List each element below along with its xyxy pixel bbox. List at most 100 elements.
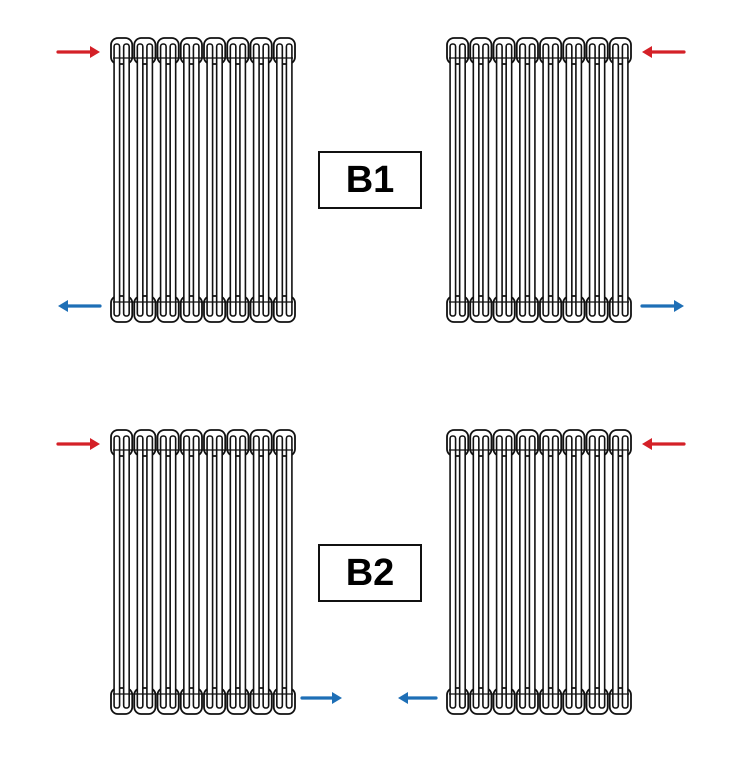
column-tube	[495, 43, 503, 317]
column-tube	[472, 43, 480, 317]
column-tube	[136, 435, 144, 709]
column-tube	[482, 43, 490, 317]
column-tube	[229, 43, 237, 317]
column-tube	[565, 435, 573, 709]
column-tube	[542, 435, 550, 709]
radiator-column	[133, 37, 157, 323]
radiator-left	[110, 37, 296, 323]
column-tube	[505, 435, 513, 709]
radiator-column	[156, 37, 180, 323]
column-tube	[528, 435, 536, 709]
column-tube	[621, 435, 629, 709]
arrow-head	[332, 692, 342, 704]
column-tube	[192, 43, 200, 317]
radiator-column	[446, 37, 470, 323]
column-tube	[551, 435, 559, 709]
column-tube	[285, 435, 293, 709]
config-label-b2: B2	[318, 544, 422, 602]
column-tube	[598, 435, 606, 709]
column-tube	[215, 435, 223, 709]
radiator-column	[249, 37, 273, 323]
column-tube	[122, 435, 130, 709]
arrow-head	[674, 300, 684, 312]
column-tube	[159, 435, 167, 709]
inlet-arrow	[56, 438, 100, 450]
column-tube	[206, 43, 214, 317]
column-tube	[192, 435, 200, 709]
column-tube	[495, 435, 503, 709]
column-tube	[551, 43, 559, 317]
column-tube	[113, 43, 121, 317]
column-tube	[472, 435, 480, 709]
radiator-column	[249, 429, 273, 715]
column-tube	[505, 43, 513, 317]
radiator-column	[469, 37, 493, 323]
outlet-arrow	[58, 300, 102, 312]
column-tube	[612, 43, 620, 317]
radiator-column	[492, 37, 516, 323]
column-tube	[449, 435, 457, 709]
column-tube	[482, 435, 490, 709]
radiator-column	[539, 37, 563, 323]
radiator-column	[562, 37, 586, 323]
outlet-arrow	[398, 692, 438, 704]
column-tube	[612, 435, 620, 709]
outlet-arrow	[300, 692, 342, 704]
radiator-column	[203, 37, 227, 323]
column-tube	[565, 43, 573, 317]
radiator-column	[469, 429, 493, 715]
radiator-column	[226, 429, 250, 715]
column-tube	[183, 435, 191, 709]
radiator-column	[110, 37, 134, 323]
column-tube	[262, 43, 270, 317]
column-tube	[146, 43, 154, 317]
column-tube	[575, 435, 583, 709]
radiator-column	[492, 429, 516, 715]
column-tube	[136, 43, 144, 317]
radiator-column	[515, 429, 539, 715]
column-tube	[588, 435, 596, 709]
column-tube	[458, 43, 466, 317]
arrow-head	[58, 300, 68, 312]
column-tube	[528, 43, 536, 317]
column-tube	[183, 43, 191, 317]
column-tube	[285, 43, 293, 317]
column-tube	[575, 43, 583, 317]
arrow-head	[90, 46, 100, 58]
radiator-left	[110, 429, 296, 715]
inlet-arrow	[56, 46, 100, 58]
radiator-column	[515, 37, 539, 323]
arrow-head	[642, 46, 652, 58]
column-tube	[239, 43, 247, 317]
inlet-arrow	[642, 46, 686, 58]
radiator-column	[203, 429, 227, 715]
radiator-right	[446, 37, 632, 323]
radiator-column	[179, 37, 203, 323]
column-tube	[252, 43, 260, 317]
column-tube	[113, 435, 121, 709]
column-tube	[598, 43, 606, 317]
column-tube	[239, 435, 247, 709]
radiator-column	[585, 37, 609, 323]
radiator-column	[179, 429, 203, 715]
radiator-column	[110, 429, 134, 715]
radiator-column	[133, 429, 157, 715]
inlet-arrow	[642, 438, 686, 450]
radiator-column	[446, 429, 470, 715]
radiator-right	[446, 429, 632, 715]
column-tube	[169, 43, 177, 317]
column-tube	[588, 43, 596, 317]
radiator-column	[156, 429, 180, 715]
column-tube	[215, 43, 223, 317]
column-tube	[206, 435, 214, 709]
radiator-column	[272, 37, 296, 323]
column-tube	[276, 435, 284, 709]
column-tube	[458, 435, 466, 709]
column-tube	[542, 43, 550, 317]
outlet-arrow	[640, 300, 684, 312]
arrow-head	[398, 692, 408, 704]
column-tube	[159, 43, 167, 317]
radiator-column	[608, 37, 632, 323]
radiator-column	[539, 429, 563, 715]
